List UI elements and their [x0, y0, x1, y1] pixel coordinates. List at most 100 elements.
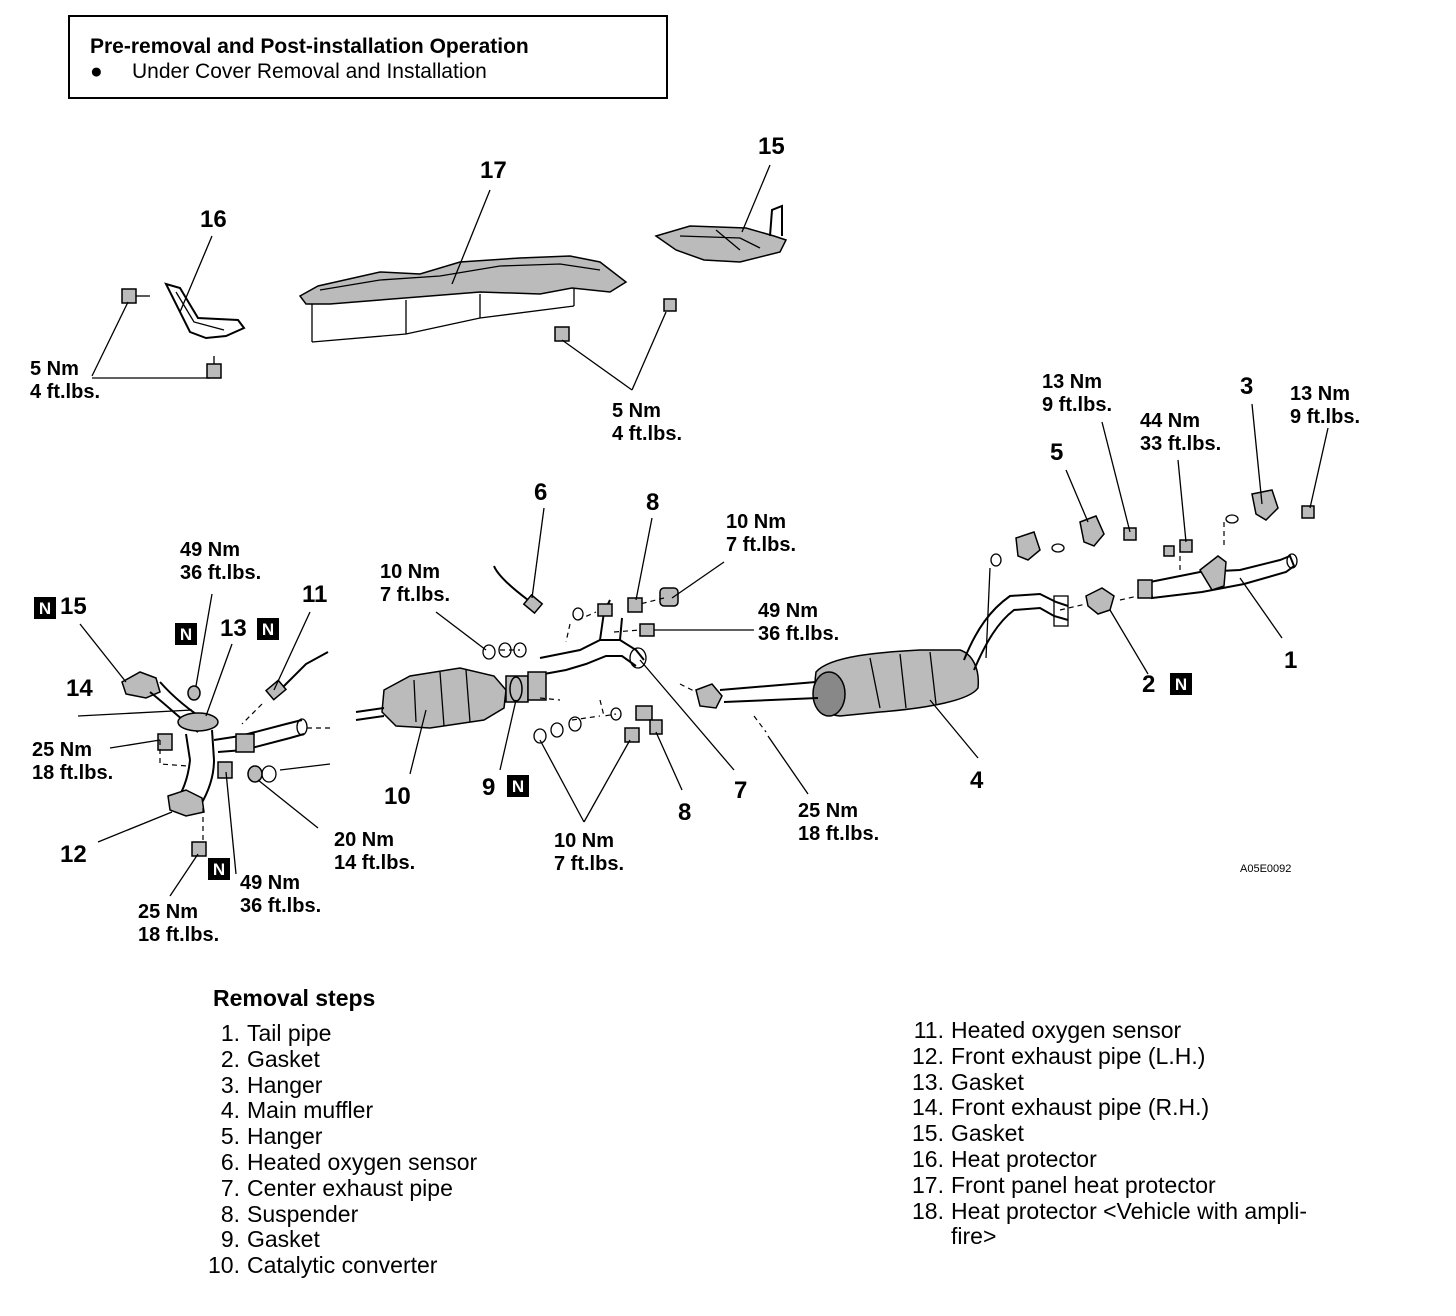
svg-text:N: N [1175, 675, 1187, 694]
callout-6: 6 [534, 479, 547, 506]
callout-12: 12 [60, 841, 87, 868]
torque-25a-nm: 25 Nm [32, 739, 92, 761]
n-mark-2: N [1170, 673, 1192, 695]
torque-5b-ft: 4 ft.lbs. [612, 423, 682, 445]
torque-49a-nm: 49 Nm [180, 539, 240, 561]
heat-protector-16 [164, 282, 246, 340]
bolt-10a [659, 587, 679, 607]
bolt-17b [663, 298, 677, 312]
n-mark-15: N [34, 597, 56, 619]
hanger-3 [1225, 489, 1279, 524]
list-item: 3.Hanger [220, 1071, 323, 1098]
torque-10a-nm: 10 Nm [726, 511, 786, 533]
list-item: 5.Hanger [220, 1123, 323, 1150]
list-item: 10.Catalytic converter [208, 1252, 438, 1279]
n-mark-bolt: N [175, 623, 197, 645]
nuts-10b [482, 642, 527, 660]
list-item-continuation: fire> [951, 1223, 997, 1250]
removal-steps-list-right: 11.Heated oxygen sensor 12.Front exhaust… [900, 1017, 1307, 1250]
torque-49c-ft: 36 ft.lbs. [240, 895, 321, 917]
torque-20-nm: 20 Nm [334, 829, 394, 851]
callout-2: 2 [1142, 671, 1155, 698]
callout-9: 9 [482, 774, 495, 801]
bolt-5 [1123, 527, 1137, 541]
operation-item-text: Under Cover Removal and Installation [132, 60, 487, 83]
hanger-5 [990, 515, 1105, 567]
svg-text:N: N [512, 777, 524, 796]
bolt-49a [187, 685, 201, 701]
callout-8-top: 8 [646, 489, 659, 516]
bolt-3 [1301, 505, 1315, 519]
leader-lines [77, 164, 1329, 897]
list-item: 17.Front panel heat protector [912, 1171, 1216, 1198]
callout-5: 5 [1050, 439, 1063, 466]
torque-25b-nm: 25 Nm [798, 800, 858, 822]
callout-17: 17 [480, 157, 507, 184]
list-item: 11.Heated oxygen sensor [913, 1017, 1182, 1043]
front-panel-heat-protector-17 [298, 255, 628, 343]
callout-15-left: 15 [60, 593, 87, 620]
n-mark-13: N [257, 618, 279, 640]
torque-49b-ft: 36 ft.lbs. [758, 623, 839, 645]
callout-10: 10 [384, 783, 411, 810]
list-item: 13.Gasket [912, 1068, 1024, 1095]
callout-15-top: 15 [758, 133, 785, 160]
list-item: 9.Gasket [220, 1226, 320, 1253]
torque-25c-nm: 25 Nm [138, 901, 198, 923]
torque-10a-ft: 7 ft.lbs. [726, 534, 796, 556]
svg-text:N: N [262, 620, 274, 639]
suspender-8-top [572, 597, 643, 621]
heat-protector-18 [654, 204, 788, 263]
callout-14: 14 [66, 675, 93, 702]
torque-13a-ft: 9 ft.lbs. [1042, 394, 1112, 416]
bullet-icon: ● [90, 60, 103, 83]
callout-3: 3 [1240, 373, 1253, 400]
list-item: 16.Heat protector [912, 1145, 1097, 1172]
callout-16: 16 [200, 206, 227, 233]
removal-steps-title: Removal steps [213, 985, 376, 1011]
heated-oxygen-sensor-6 [493, 565, 544, 615]
callout-4: 4 [970, 767, 984, 794]
torque-13b-ft: 9 ft.lbs. [1290, 406, 1360, 428]
torque-5b-nm: 5 Nm [612, 400, 661, 422]
nuts-10c [533, 716, 640, 744]
exhaust-exploded-diagram: 16 17 15 1 2 3 4 5 6 7 8 8 9 10 11 12 13… [30, 133, 1360, 946]
callout-11: 11 [302, 581, 327, 608]
svg-text:N: N [39, 599, 51, 618]
torque-10c-ft: 7 ft.lbs. [554, 853, 624, 875]
gasket-2 [1085, 579, 1153, 615]
list-item: 14.Front exhaust pipe (R.H.) [912, 1094, 1210, 1121]
gasket-9 [509, 676, 523, 702]
heated-oxygen-sensor-11 [264, 651, 329, 701]
torque-49a-ft: 36 ft.lbs. [180, 562, 261, 584]
torque-49b-nm: 49 Nm [758, 600, 818, 622]
tail-pipe-1 [1148, 553, 1298, 600]
torque-10c-nm: 10 Nm [554, 830, 614, 852]
list-item: 8.Suspender [220, 1200, 359, 1227]
torque-25c-ft: 18 ft.lbs. [138, 924, 219, 946]
pre-removal-operation-box: Pre-removal and Post-installation Operat… [68, 15, 668, 99]
bolt-17a [554, 326, 570, 342]
main-muffler-4 [812, 567, 1069, 717]
bolt-49b [639, 623, 655, 637]
operation-title: Pre-removal and Post-installation Operat… [90, 35, 529, 58]
bolt-25a [157, 733, 173, 751]
torque-49c-nm: 49 Nm [240, 872, 300, 894]
callout-7: 7 [734, 777, 747, 804]
nut-20 [247, 763, 331, 783]
removal-steps-list-left: 1.Tail pipe 2.Gasket 3.Hanger 4.Main muf… [200, 1020, 477, 1279]
torque-10b-nm: 10 Nm [380, 561, 440, 583]
torque-20-ft: 14 ft.lbs. [334, 852, 415, 874]
bolt-16a [121, 288, 150, 304]
torque-5a-ft: 4 ft.lbs. [30, 381, 100, 403]
list-item: 12.Front exhaust pipe (L.H.) [912, 1042, 1206, 1069]
torque-5a-nm: 5 Nm [30, 358, 79, 380]
torque-25b-ft: 18 ft.lbs. [798, 823, 879, 845]
bolt-16b [206, 356, 222, 379]
front-exhaust-pipe-12 [167, 759, 233, 857]
figure-code: A05E0092 [1240, 863, 1291, 875]
torque-25a-ft: 18 ft.lbs. [32, 762, 113, 784]
callout-8-bottom: 8 [678, 799, 691, 826]
suspender-8-bottom [610, 705, 663, 735]
list-item: 4.Main muffler [220, 1097, 374, 1124]
